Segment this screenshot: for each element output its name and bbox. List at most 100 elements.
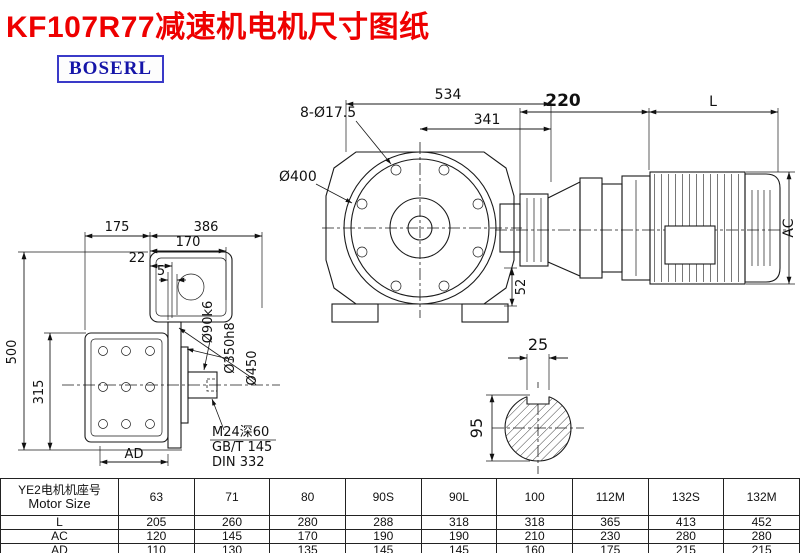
shaft-section-circle [504, 394, 572, 462]
dim-cell: 190 [344, 529, 422, 544]
note-gb: GB/T 145 [212, 440, 272, 455]
dim-cell: 318 [420, 515, 498, 530]
dim-220-label: 220 [545, 91, 581, 111]
dim-flange-dia-side: Ø450 [178, 327, 260, 386]
motor-size-table: YE2电机机座号 Motor Size 63 71 80 90S 90L 100… [0, 478, 800, 553]
motor-size-header: YE2电机机座号 Motor Size [0, 478, 119, 516]
dim-cell: 215 [723, 543, 800, 553]
size-col-header: 132S [647, 478, 725, 516]
dim-cell: 280 [647, 529, 725, 544]
dim-5-label: 5 [157, 264, 165, 279]
dim-AC-label: AC [781, 218, 797, 237]
dim-cell: 288 [344, 515, 422, 530]
dim-keyway-25: 25 [508, 335, 568, 390]
dim-220: 220 [519, 91, 650, 202]
note-din: DIN 332 [212, 455, 265, 470]
adapter-flange [579, 177, 603, 279]
adapter-bell [547, 181, 581, 277]
dim-cell: 280 [723, 529, 800, 544]
dim-386: 386 [150, 220, 263, 308]
dim-AD-label: AD [125, 447, 144, 462]
input-bore [177, 273, 205, 301]
dim-22: 22 [129, 251, 173, 318]
dim-cell: 280 [269, 515, 346, 530]
dim-cell: 145 [420, 543, 498, 553]
dim-cell: 230 [571, 529, 649, 544]
fan-cover [744, 173, 781, 283]
dim-ad: AD [99, 446, 169, 466]
dim-cell: 145 [193, 529, 271, 544]
flange-outer-circle [343, 151, 497, 305]
table-row-AD: AD 110 130 135 145 145 160 175 215 215 [0, 543, 800, 553]
dim-flange-dia: Ø400 [279, 169, 353, 204]
table-row-L: L 205 260 280 288 318 318 365 413 452 [0, 515, 800, 530]
flange-inner-circle [350, 158, 490, 298]
dim-cell: 413 [647, 515, 725, 530]
flange-dia-side-label: Ø450 [245, 350, 260, 385]
dim-cell: 215 [647, 543, 725, 553]
dim-315-label: 315 [32, 380, 47, 405]
front-view: 534 341 8-Ø17.5 Ø400 220 [279, 87, 797, 323]
dim-cell: 260 [193, 515, 271, 530]
dim-5: 5 [157, 264, 186, 320]
table-row-AC: AC 120 145 170 190 190 210 230 280 280 [0, 529, 800, 544]
row-label: AC [0, 529, 119, 544]
dim-341: 341 [420, 112, 551, 132]
bolt-holes-label: 8-Ø17.5 [300, 105, 356, 121]
dim-386-label: 386 [194, 220, 219, 235]
dim-cell: 365 [571, 515, 649, 530]
housing-foot-right [461, 303, 509, 323]
motor-nameplate [664, 225, 716, 265]
row-label: AD [0, 543, 119, 553]
page-title: KF107R77减速机电机尺寸图纸 [6, 11, 430, 44]
brand-logo-text: BOSERL [69, 58, 153, 79]
table-header-row: YE2电机机座号 Motor Size 63 71 80 90S 90L 100… [0, 478, 800, 516]
size-col-header: 112M [571, 478, 649, 516]
gearbox-body [84, 332, 169, 443]
dim-cell: 205 [118, 515, 195, 530]
technical-drawing: 534 341 8-Ø17.5 Ø400 220 [5, 87, 797, 474]
dim-52-label: 52 [514, 279, 529, 296]
dim-cell: 452 [723, 515, 800, 530]
dim-cell: 145 [344, 543, 422, 553]
dim-52: 52 [504, 267, 529, 307]
input-section [149, 251, 233, 323]
dim-cell: 190 [420, 529, 498, 544]
dim-534-label: 534 [435, 87, 462, 103]
shaft-end-notes: M24深60 GB/T 145 DIN 332 [210, 398, 276, 470]
dim-25-label: 25 [528, 335, 548, 354]
dim-341-label: 341 [474, 112, 501, 128]
dim-cell: 110 [118, 543, 195, 553]
row-label: L [0, 515, 119, 530]
dim-cell: 130 [193, 543, 271, 553]
hub-circle [389, 197, 451, 259]
dim-175-label: 175 [105, 220, 130, 235]
dim-cell: 170 [269, 529, 346, 544]
motor-outline [499, 171, 781, 285]
body-bolt-circles [98, 346, 155, 429]
shaft-dia-label: Ø90k6 [201, 301, 216, 344]
flange-dia-label: Ø400 [279, 169, 317, 185]
header-en: Motor Size [28, 496, 91, 511]
dim-L-label: L [709, 94, 717, 110]
dim-534: 534 [345, 87, 552, 182]
dim-315: 315 [32, 332, 86, 450]
dim-cell: 135 [269, 543, 346, 553]
size-col-header: 63 [118, 478, 195, 516]
dim-motor-dia: AC [746, 171, 797, 285]
size-col-header: 90S [344, 478, 422, 516]
dim-cell: 318 [496, 515, 573, 530]
size-col-header: 90L [420, 478, 498, 516]
shaft-section: 25 95 [467, 335, 584, 474]
housing-foot-left [331, 303, 379, 323]
adapter-spacer [601, 183, 623, 273]
keyway-cut [527, 388, 549, 404]
dim-shaft-95: 95 [467, 394, 530, 462]
dim-500: 500 [5, 251, 182, 451]
dim-175: 175 [84, 220, 151, 330]
size-col-header: 71 [193, 478, 271, 516]
note-tap: M24深60 [212, 425, 269, 440]
header-cn: YE2电机机座号 [18, 483, 101, 497]
dim-22-label: 22 [129, 251, 146, 266]
